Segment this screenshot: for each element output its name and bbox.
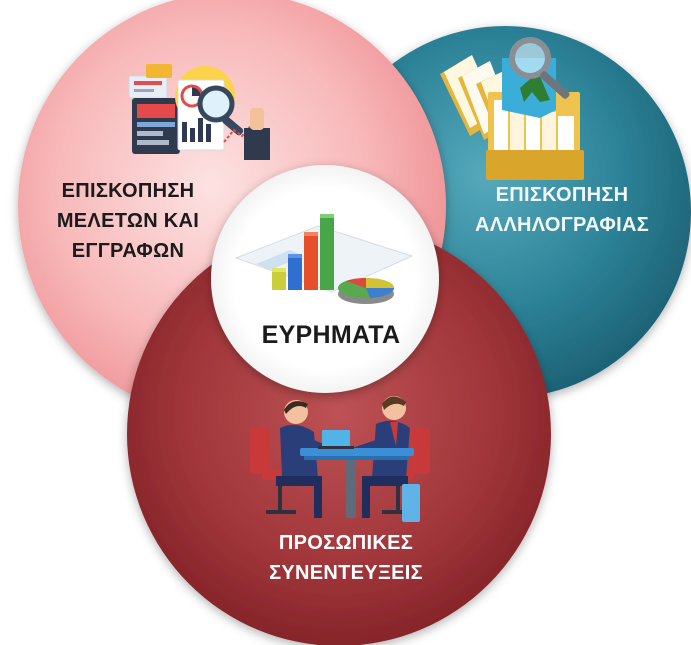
findings-label: ΕΥΡΗΜΑΤΑ — [231, 318, 431, 352]
documents-label-line-1: ΕΠΙΣΚΟΠΗΣΗ — [61, 180, 195, 202]
folders-magnifier-icon — [440, 37, 584, 180]
documents-label-line-3: ΕΓΓΡΑΦΩΝ — [71, 240, 185, 262]
documents-review-label: ΕΠΙΣΚΟΠΗΣΗ ΜΕΛΕΤΩΝ ΚΑΙ ΕΓΓΡΑΦΩΝ — [28, 176, 228, 266]
meeting-people-icon — [250, 396, 430, 522]
analytics-dashboard-icon — [128, 64, 270, 160]
interviews-label: ΠΡΟΣΩΠΙΚΕΣ ΣΥΝΕΝΤΕΥΞΕΙΣ — [246, 528, 446, 588]
interviews-label-line-1: ΠΡΟΣΩΠΙΚΕΣ — [278, 532, 414, 554]
documents-label-line-2: ΜΕΛΕΤΩΝ ΚΑΙ — [56, 210, 200, 232]
correspondence-review-label: ΕΠΙΣΚΟΠΗΣΗ ΑΛΛΗΛΟΓΡΑΦΙΑΣ — [462, 180, 662, 240]
bar-pie-chart-icon — [234, 214, 414, 304]
interviews-label-line-2: ΣΥΝΕΝΤΕΥΞΕΙΣ — [269, 562, 423, 584]
correspondence-label-line-1: ΕΠΙΣΚΟΠΗΣΗ — [495, 184, 629, 206]
findings-label-text: ΕΥΡΗΜΑΤΑ — [261, 321, 401, 349]
correspondence-label-line-2: ΑΛΛΗΛΟΓΡΑΦΙΑΣ — [474, 214, 650, 236]
